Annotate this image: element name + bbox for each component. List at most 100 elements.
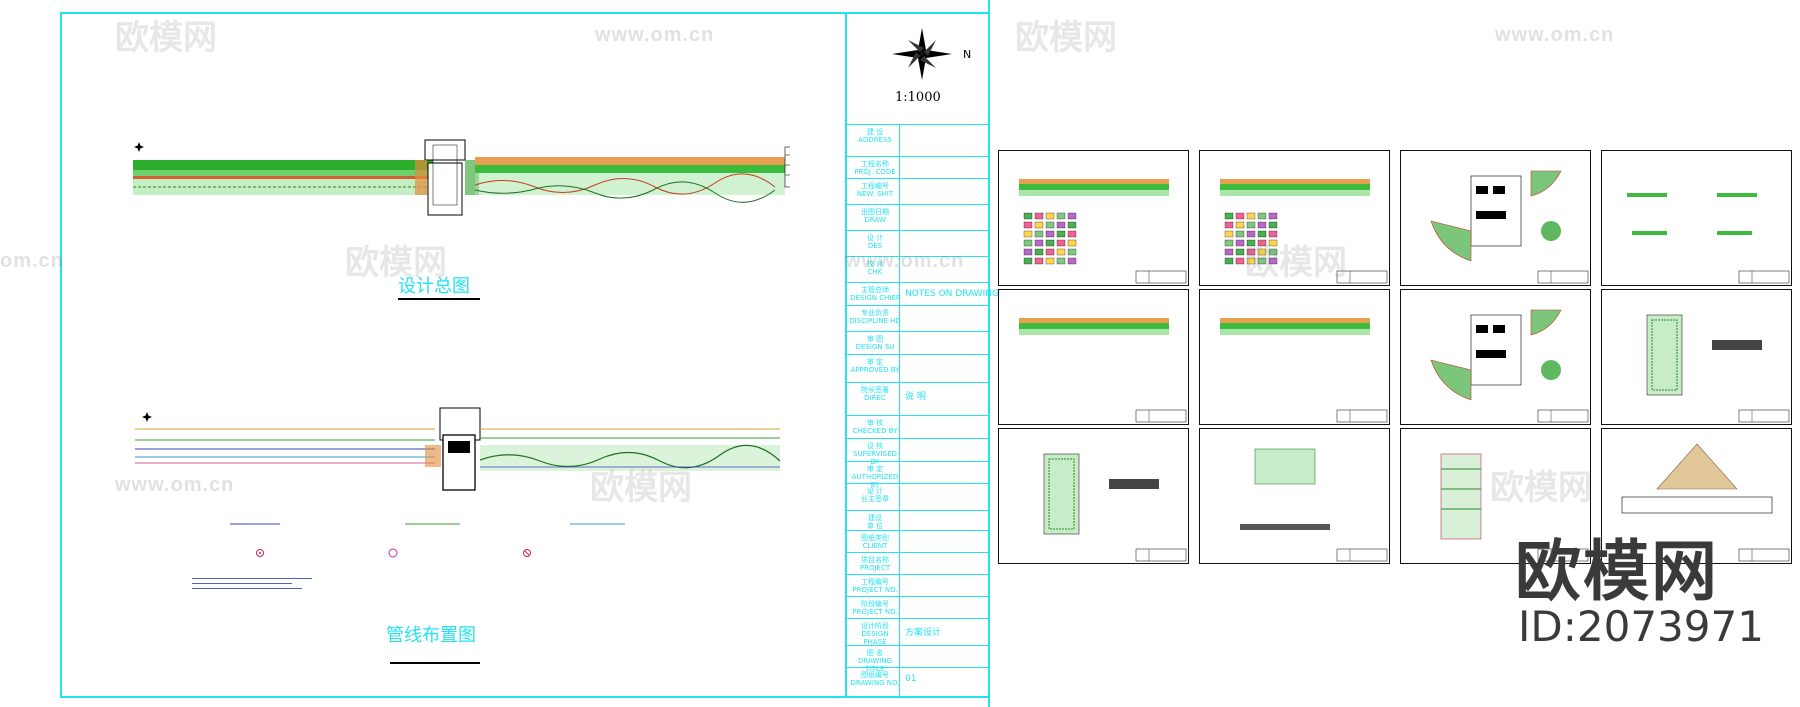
title-block-value: 方案设计: [905, 628, 942, 638]
pipeline-drawing: [135, 407, 781, 491]
title-block-row: 工程名称 PROJ. CODE: [847, 156, 990, 176]
title-block-row: 图纸编号 DRAWING NO. 01: [847, 667, 990, 687]
thumbnail-preview: [1043, 453, 1187, 562]
title-block-label: 阶段编号 PROJECT NO.: [852, 600, 898, 616]
title-block-label: 专业负责 DISCIPLINE HD: [849, 309, 901, 325]
drawing-thumbnail[interactable]: [998, 289, 1189, 425]
title-block-row: 工程编号 NEW. SHIT: [847, 178, 990, 198]
watermark-domain-1: om.cn: [0, 250, 64, 272]
plan-north-icon: [134, 142, 144, 152]
title-block-row: 图纸类别 CLIENT: [847, 530, 990, 550]
title-block-row: 工程编号 PROJECT NO.: [847, 574, 990, 594]
drawing-thumbnail[interactable]: [998, 428, 1189, 564]
thumbnail-preview: [1240, 448, 1388, 562]
plan-drawing: [133, 139, 790, 216]
watermark-brand-4: 欧模网: [1245, 243, 1347, 283]
title-block-value: 01: [905, 674, 917, 684]
title-block-label: 审 定 APPROVED BY: [850, 358, 900, 374]
thumbnail-preview: [1220, 318, 1388, 423]
title-block-label: 图 名 DRAWING TITLE: [857, 649, 893, 673]
drawing-thumbnail[interactable]: [1400, 150, 1591, 286]
thumbnail-preview: [1440, 453, 1589, 562]
watermark-brand-5: 欧模网: [590, 468, 692, 508]
drawing-thumbnail[interactable]: [998, 150, 1189, 286]
watermark-url-1: www.om.cn: [595, 24, 715, 46]
title-block-row: 主管总师 DESIGN CHIEF NOTES ON DRAWING: [847, 282, 999, 302]
thumbnail-preview: [1627, 193, 1790, 284]
plan-title: 设计总图: [398, 276, 470, 297]
title-block-row: 专业负责 DISCIPLINE HD: [847, 305, 990, 325]
drawing-thumbnail[interactable]: [1601, 289, 1792, 425]
drawing-thumbnail[interactable]: [1400, 428, 1591, 564]
drawing-thumbnail[interactable]: [1199, 428, 1390, 564]
plan-title-underline: [398, 298, 480, 300]
pipeline-title: 管线布置图: [386, 625, 476, 646]
drawing-notes: [192, 578, 312, 593]
watermark-brand-2: 欧模网: [1015, 18, 1117, 58]
title-block-row: 审 图 DESIGN SU: [847, 331, 990, 351]
title-block-divider: [899, 124, 900, 696]
title-block: N 1:1000 建 设 ADDRESS 工程名称 PROJ. CODE 工程编号 …: [845, 12, 999, 698]
pipeline-north-icon: [142, 412, 152, 422]
title-block-label: 建 设 ADDRESS: [858, 128, 892, 144]
title-block-label: 图纸编号 DRAWING NO.: [850, 671, 900, 687]
drawing-thumbnail[interactable]: [1400, 289, 1591, 425]
title-block-label: 项目名称 PROJECT: [859, 556, 891, 572]
title-block-label: 设 核 SUPERVISED BY: [853, 442, 897, 466]
title-block-row: 建设 单 位: [847, 510, 990, 530]
title-block-label: 审 定 AUTHORIZED BY: [851, 465, 899, 489]
pipeline-legend: [230, 523, 625, 558]
title-block-label: 设计阶段 DESIGN PHASE: [861, 622, 889, 646]
compass-icon: [892, 28, 952, 80]
title-block-row: 图 名 DRAWING TITLE: [847, 645, 990, 673]
title-block-row: 建 设 ADDRESS: [847, 124, 990, 144]
north-label: N: [963, 48, 972, 61]
watermark-brand-6: 欧模网: [1490, 468, 1592, 508]
title-block-row: 设 计 DES: [847, 230, 990, 250]
thumbnail-preview: [1019, 179, 1187, 284]
title-block-value: 说 明: [905, 392, 926, 402]
pipeline-title-underline: [390, 662, 480, 664]
title-block-row: 设 核 SUPERVISED BY: [847, 438, 990, 466]
title-block-label: 校 对 CHK: [866, 260, 884, 276]
drawing-thumbnail[interactable]: [1199, 289, 1390, 425]
title-block-row: 院长签署 DIREC 说 明: [847, 382, 990, 402]
sheet-border-right: [988, 0, 990, 707]
title-block-row: 项目名称 PROJECT: [847, 552, 990, 572]
scale-label: 1:1000: [895, 90, 941, 105]
title-block-row: 校 对 CHK: [847, 256, 990, 276]
title-block-row: 阶段编号 PROJECT NO.: [847, 596, 990, 616]
title-block-label: 工程编号 PROJECT NO.: [852, 578, 898, 594]
title-block-row: 审 定 AUTHORIZED BY: [847, 461, 990, 489]
thumbnail-preview: [1621, 443, 1790, 562]
title-block-row: 设 计 业主签章: [847, 483, 990, 503]
model-id-label: ID:2073971: [1518, 602, 1764, 651]
watermark-brand-3: 欧模网: [345, 243, 447, 283]
watermark-url-2: www.om.cn: [1495, 24, 1615, 46]
title-block-label: 设 计 业主签章: [861, 487, 889, 503]
title-block-row: 审 核 CHECKED BY: [847, 415, 990, 435]
title-block-label: 设 计 DES: [866, 234, 884, 250]
title-block-label: 工程编号 NEW. SHIT: [856, 182, 894, 198]
drawing-thumbnail[interactable]: [1199, 150, 1390, 286]
title-block-row: 设计阶段 DESIGN PHASE 方案设计: [847, 618, 990, 646]
title-block-label: 主管总师 DESIGN CHIEF: [850, 286, 900, 302]
title-block-label: 院长签署 DIREC: [861, 386, 889, 402]
thumbnail-preview: [1646, 314, 1790, 423]
title-block-label: 审 图 DESIGN SU: [855, 335, 895, 351]
watermark-brand-1: 欧模网: [115, 18, 217, 58]
thumbnail-preview: [1220, 179, 1388, 284]
title-block-label: 工程名称 PROJ. CODE: [854, 160, 896, 176]
brand-logo-text: 欧模网: [1515, 533, 1719, 610]
title-block-label: 审 核 CHECKED BY: [852, 419, 898, 435]
title-block-label: 图纸类别 CLIENT: [861, 534, 889, 550]
thumbnail-preview: [1430, 309, 1589, 423]
title-block-label: 建设 单 位: [866, 514, 884, 530]
thumbnail-preview: [1019, 318, 1187, 423]
title-block-value: NOTES ON DRAWING: [905, 289, 999, 299]
drawing-thumbnail[interactable]: [1601, 428, 1792, 564]
title-block-row: 出图日期 DRAW: [847, 204, 990, 224]
watermark-url-3: www.om.cn: [845, 250, 965, 272]
thumbnail-grid: [998, 150, 1798, 570]
drawing-thumbnail[interactable]: [1601, 150, 1792, 286]
